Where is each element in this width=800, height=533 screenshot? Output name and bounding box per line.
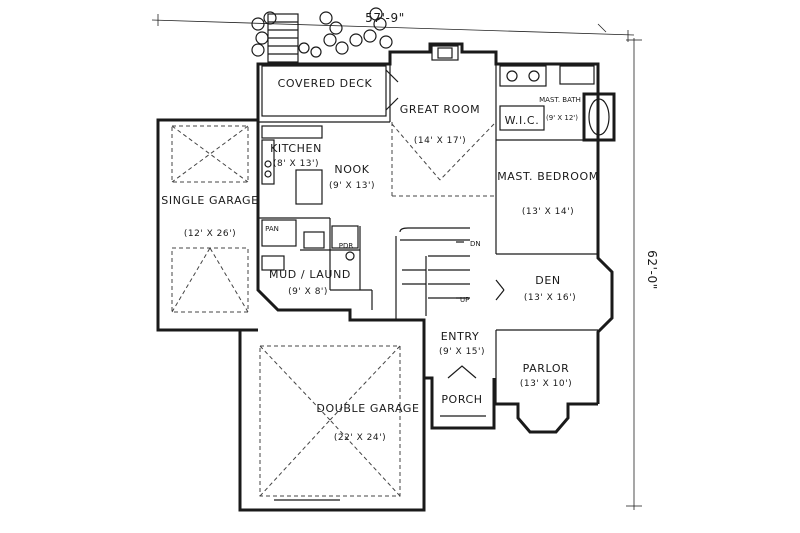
entry-size: (9' X 15') — [439, 347, 485, 357]
pan-name: PAN — [265, 225, 279, 233]
great-room: GREAT ROOM (14' X 17') — [400, 103, 480, 146]
deck-steps-icon — [267, 13, 299, 63]
single-garage-size: (12' X 26') — [184, 229, 236, 239]
entry-name: ENTRY — [441, 330, 480, 343]
pantry: PAN — [261, 219, 297, 247]
interior-walls — [258, 64, 598, 404]
double-garage: DOUBLE GARAGE (22' X 24') — [238, 328, 426, 512]
overall-depth-label: 62'-0" — [645, 250, 659, 290]
porch: PORCH — [440, 365, 486, 417]
single-garage-name: SINGLE GARAGE — [161, 194, 258, 207]
master-bath: MAST. BATH (9' X 12') W.I.C. — [499, 65, 616, 142]
double-garage-size: (22' X 24') — [334, 433, 386, 443]
kitchen: KITCHEN (8' X 13') — [261, 125, 323, 205]
pdr-name: PDR — [339, 242, 354, 250]
fireplace-icon — [431, 45, 459, 61]
dimension-right: 62'-0" — [626, 38, 659, 510]
covered-deck-name: COVERED DECK — [278, 77, 373, 90]
mast-bedroom-name: MAST. BEDROOM — [497, 170, 599, 183]
mud-laund-name: MUD / LAUND — [269, 268, 351, 281]
mast-bath-name: MAST. BATH — [539, 96, 581, 104]
mud-laundry: MUD / LAUND (9' X 8') — [261, 255, 351, 297]
covered-deck: COVERED DECK — [261, 65, 399, 117]
staircase-icon: DN UP — [395, 227, 481, 320]
mud-laund-size: (9' X 8') — [288, 287, 328, 297]
mast-bath-size: (9' X 12') — [546, 114, 578, 122]
master-bedroom: MAST. BEDROOM (13' X 14') — [497, 170, 599, 217]
kitchen-name: KITCHEN — [270, 142, 322, 155]
stair-down-label: DN — [470, 240, 481, 248]
single-garage: SINGLE GARAGE (12' X 26') — [156, 118, 258, 332]
powder-room: PDR — [303, 225, 359, 261]
great-room-boundary — [391, 122, 495, 197]
nook-name: NOOK — [334, 163, 369, 176]
dimension-top: 57'-9" — [151, 11, 635, 42]
den-size: (13' X 16') — [524, 293, 576, 303]
stair-up-label: UP — [460, 296, 469, 304]
entry: ENTRY (9' X 15') — [439, 330, 485, 357]
den-name: DEN — [535, 274, 560, 287]
kitchen-size: (8' X 13') — [273, 159, 319, 169]
wic-name: W.I.C. — [505, 114, 540, 127]
great-room-name: GREAT ROOM — [400, 103, 480, 116]
parlor-name: PARLOR — [523, 362, 570, 375]
landscaping-bushes-icon — [251, 7, 393, 58]
nook-size: (9' X 13') — [329, 181, 375, 191]
great-room-size: (14' X 17') — [414, 136, 466, 146]
exterior-walls — [256, 42, 614, 434]
den: DEN (13' X 16') — [495, 274, 576, 303]
double-garage-name: DOUBLE GARAGE — [316, 402, 419, 415]
parlor-size: (13' X 10') — [520, 379, 572, 389]
mast-bedroom-size: (13' X 14') — [522, 207, 574, 217]
parlor: PARLOR (13' X 10') — [520, 362, 572, 389]
nook: NOOK (9' X 13') — [329, 163, 375, 191]
porch-name: PORCH — [441, 393, 482, 406]
